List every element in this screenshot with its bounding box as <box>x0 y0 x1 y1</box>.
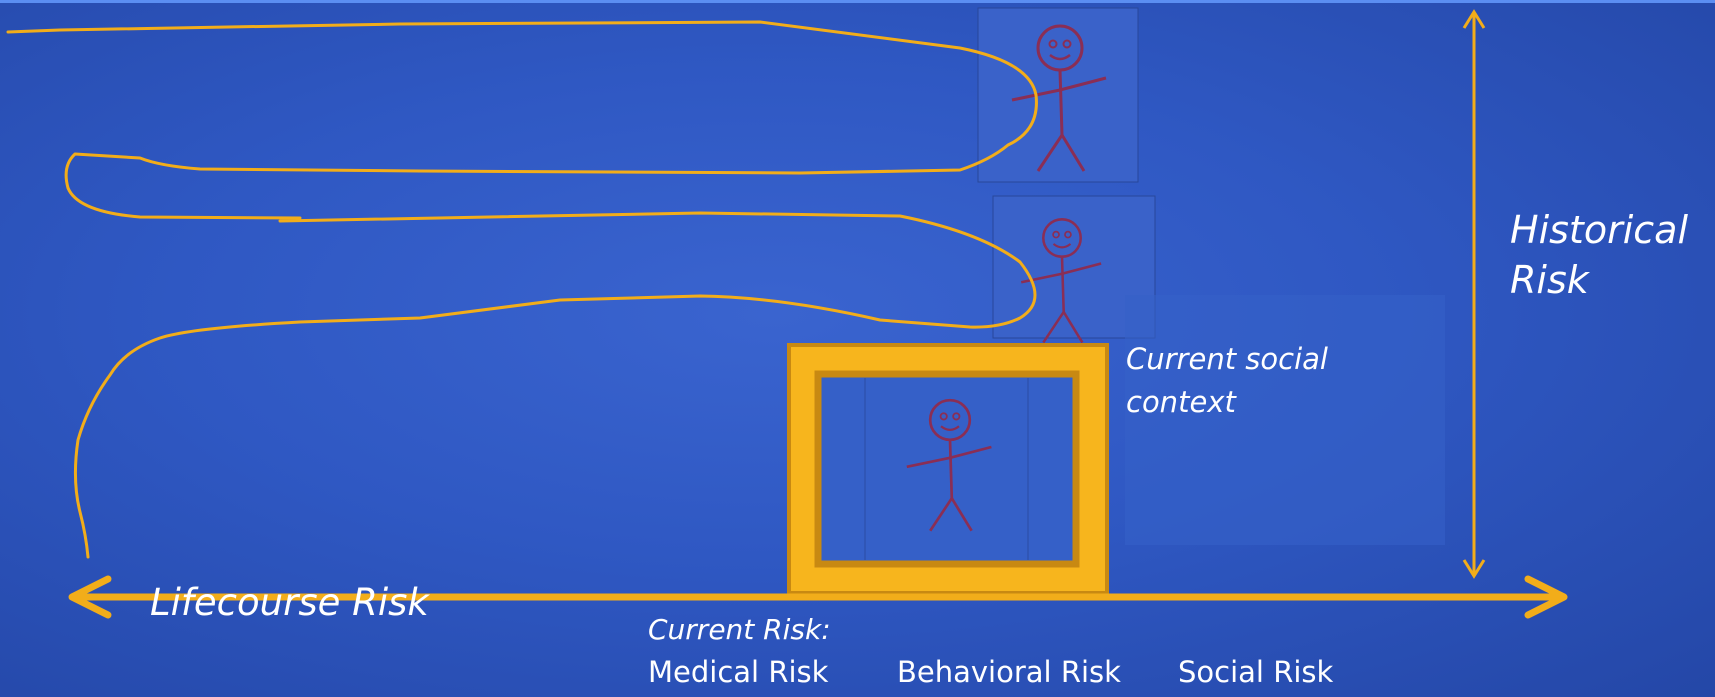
social-risk-label: Social Risk <box>1178 653 1333 691</box>
current-social-context-line: Current social <box>1126 338 1328 381</box>
double-arrow-icon <box>1464 12 1484 576</box>
current-risk-label: Current Risk: <box>648 612 831 648</box>
figure-panel-top <box>978 8 1138 182</box>
current-risk-window <box>818 374 1076 564</box>
medical-risk-label: Medical Risk <box>648 653 828 691</box>
historical-risk-label-line: Risk <box>1510 255 1688 305</box>
current-social-context-line: context <box>1126 381 1328 424</box>
behavioral-risk-label: Behavioral Risk <box>897 653 1121 691</box>
historical-risk-label: Historical Risk <box>1510 205 1688 305</box>
historical-risk-label-line: Historical <box>1510 205 1688 255</box>
lifecourse-risk-label: Lifecourse Risk <box>150 580 429 626</box>
current-social-context-label: Current social context <box>1126 338 1328 424</box>
